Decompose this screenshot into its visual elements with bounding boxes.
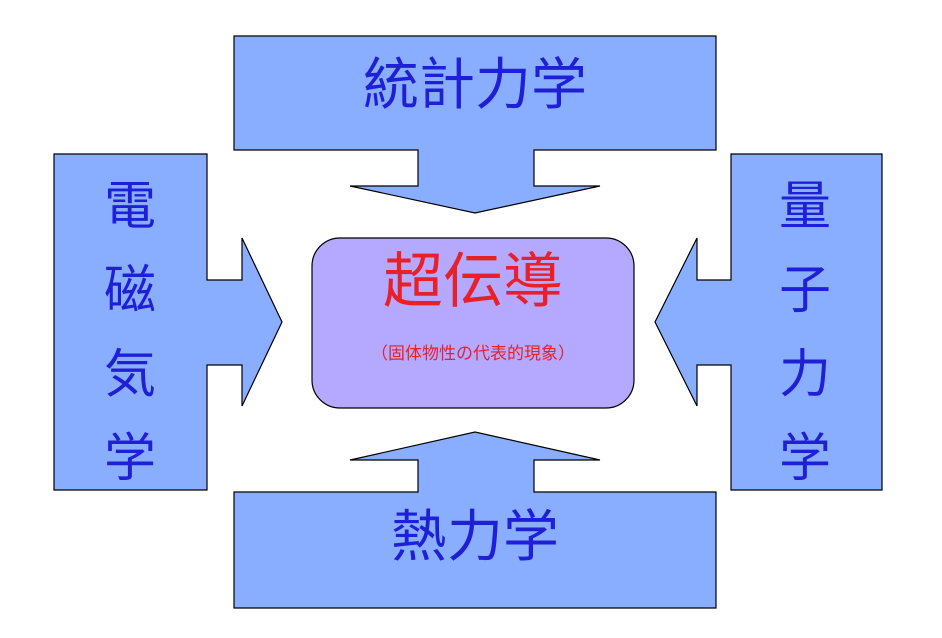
label-electromagnetism-char: 学 bbox=[103, 429, 156, 489]
label-quantum-mechanics-char: 力 bbox=[778, 345, 831, 405]
label-quantum-mechanics-char: 子 bbox=[778, 261, 831, 321]
arrow-bottom bbox=[233, 431, 717, 609]
label-electromagnetism: 電 磁 気 学 bbox=[80, 165, 180, 501]
label-thermodynamics: 熱力学 bbox=[391, 505, 559, 570]
center-title: 超伝導 bbox=[383, 247, 563, 317]
label-statistical-mechanics: 統計力学 bbox=[363, 53, 587, 118]
arrow-left bbox=[53, 153, 283, 491]
label-quantum-mechanics-char: 量 bbox=[778, 177, 831, 237]
label-electromagnetism-char: 気 bbox=[103, 345, 156, 405]
center-box bbox=[311, 237, 635, 409]
center-subtitle: （固体物性の代表的現象） bbox=[371, 344, 575, 364]
label-quantum-mechanics-char: 学 bbox=[778, 429, 831, 489]
label-electromagnetism-char: 電 bbox=[103, 177, 156, 237]
label-quantum-mechanics: 量 子 力 学 bbox=[755, 165, 855, 501]
label-electromagnetism-char: 磁 bbox=[103, 261, 156, 321]
arrow-top bbox=[233, 35, 717, 214]
arrow-right bbox=[654, 153, 883, 491]
